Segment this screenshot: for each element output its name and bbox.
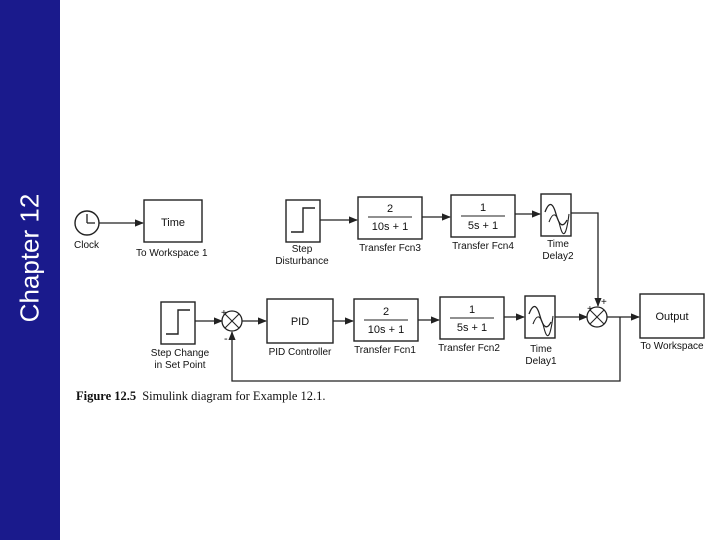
chapter-sidebar: Chapter 12 — [0, 0, 60, 540]
transfer-fcn1-num: 2 — [383, 306, 389, 318]
transfer-fcn3-block: 2 10s + 1 Transfer Fcn3 — [357, 196, 423, 254]
sum-output-plus1: + — [587, 304, 593, 315]
output-text: Output — [655, 311, 688, 323]
time-delay2-label1: Time — [547, 239, 569, 250]
time-delay2-block: Time Delay2 — [540, 193, 574, 262]
sum-feedback-block: + - — [221, 308, 243, 345]
transfer-fcn1-block: 2 10s + 1 Transfer Fcn1 — [353, 298, 419, 356]
time-delay1-block: Time Delay1 — [524, 295, 557, 367]
step-setpoint-block: Step Change in Set Point — [151, 301, 210, 371]
transfer-fcn3-label: Transfer Fcn3 — [359, 243, 421, 254]
figure-caption: Figure 12.5 Simulink diagram for Example … — [76, 389, 326, 404]
transfer-fcn2-block: 1 5s + 1 Transfer Fcn2 — [438, 296, 505, 354]
transfer-fcn2-den: 5s + 1 — [457, 322, 487, 334]
step-disturbance-label2: Disturbance — [275, 256, 329, 267]
to-workspace1-text: Time — [161, 217, 185, 229]
clock-block: Clock — [74, 210, 100, 251]
sum-output-plus2: + — [601, 297, 607, 308]
to-workspace1-label: To Workspace 1 — [136, 248, 208, 259]
step-setpoint-label2: in Set Point — [154, 360, 205, 371]
figure-caption-text: Simulink diagram for Example 12.1. — [142, 389, 326, 403]
pid-label: PID Controller — [269, 347, 332, 358]
pid-controller-block: PID PID Controller — [266, 298, 334, 358]
to-workspace1-block: Time To Workspace 1 — [136, 199, 208, 259]
step-disturbance-label1: Step — [292, 244, 313, 255]
transfer-fcn2-num: 1 — [469, 304, 475, 316]
transfer-fcn4-label: Transfer Fcn4 — [452, 241, 514, 252]
output-workspace-block: Output To Workspace — [639, 293, 705, 352]
sum-feedback-minus: - — [224, 333, 228, 345]
step-disturbance-block: Step Disturbance — [275, 199, 329, 267]
transfer-fcn1-den: 10s + 1 — [368, 324, 404, 336]
step-setpoint-label1: Step Change — [151, 348, 210, 359]
sum-feedback-plus: + — [221, 308, 227, 319]
time-delay1-label2: Delay1 — [525, 356, 557, 367]
clock-label: Clock — [74, 240, 100, 251]
transfer-fcn2-label: Transfer Fcn2 — [438, 343, 500, 354]
time-delay1-label1: Time — [530, 344, 552, 355]
transfer-fcn4-den: 5s + 1 — [468, 220, 498, 232]
transfer-fcn3-den: 10s + 1 — [372, 221, 408, 233]
time-delay2-label2: Delay2 — [542, 251, 574, 262]
sum-output-block: + + — [586, 297, 608, 328]
transfer-fcn1-label: Transfer Fcn1 — [354, 345, 416, 356]
transfer-fcn4-block: 1 5s + 1 Transfer Fcn4 — [450, 194, 516, 252]
pid-text: PID — [291, 316, 309, 328]
transfer-fcn3-num: 2 — [387, 203, 393, 215]
output-label: To Workspace — [640, 341, 704, 352]
transfer-fcn4-num: 1 — [480, 202, 486, 214]
figure-number: Figure 12.5 — [76, 389, 137, 403]
